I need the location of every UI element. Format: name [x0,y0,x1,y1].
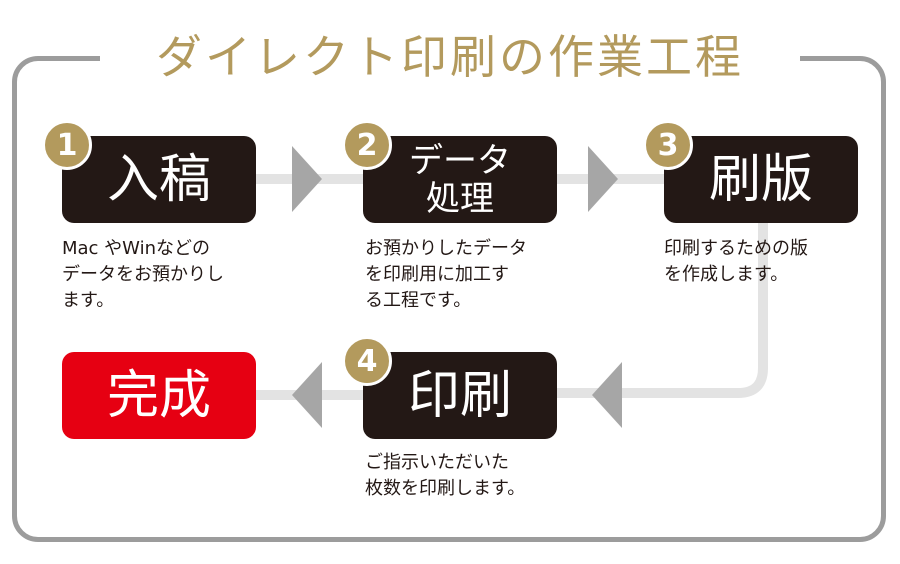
step-1-desc-line: データをお預かりし [62,264,224,285]
step-2-badge: 2 [342,120,392,170]
step-1-description: Mac やWinなどの データをお預かりし ます。 [62,236,224,314]
step-2-label-line: データ [409,140,511,181]
step-2-description: お預かりしたデータ を印刷用に加工す る工程です。 [365,236,527,314]
step-3-label: 刷版 [708,149,813,210]
step-2-desc-line: を印刷用に加工す [365,264,509,285]
step-4-box: 印刷 [363,352,557,439]
step-3-description: 印刷するための版 を作成します。 [664,236,808,288]
step-2-desc-line: る工程です。 [365,290,472,311]
step-4-desc-line: ご指示いただいた [365,452,509,473]
step-1-desc-line: ます。 [62,290,115,311]
step-3-desc-line: 印刷するための版 [664,238,808,259]
arrow-right-icon [588,146,618,212]
step-2-desc-line: お預かりしたデータ [365,238,527,259]
step-1-label: 入稿 [106,149,211,210]
step-4-description: ご指示いただいた 枚数を印刷します。 [365,450,525,502]
step-3-badge: 3 [643,120,693,170]
step-4-label: 印刷 [407,365,512,426]
arrow-left-icon [292,362,322,428]
step-2-label-line: 処理 [426,178,494,219]
step-1-badge: 1 [42,120,92,170]
final-box: 完成 [62,352,256,439]
step-3-desc-line: を作成します。 [664,264,789,285]
step-2-box: データ 処理 [363,136,557,223]
final-label: 完成 [106,365,211,426]
arrow-right-icon [292,146,322,212]
connector-3-4 [556,222,768,398]
step-4-desc-line: 枚数を印刷します。 [365,478,526,499]
step-1-box: 入稿 [62,136,256,223]
diagram-title: ダイレクト印刷の作業工程 [156,30,744,84]
step-4-badge: 4 [342,336,392,386]
title-container: ダイレクト印刷の作業工程 [100,22,800,92]
step-1-desc-line: Mac やWinなどの [62,238,210,259]
step-2-label: データ 処理 [409,142,511,218]
arrow-left-icon [592,362,622,428]
step-3-box: 刷版 [664,136,858,223]
